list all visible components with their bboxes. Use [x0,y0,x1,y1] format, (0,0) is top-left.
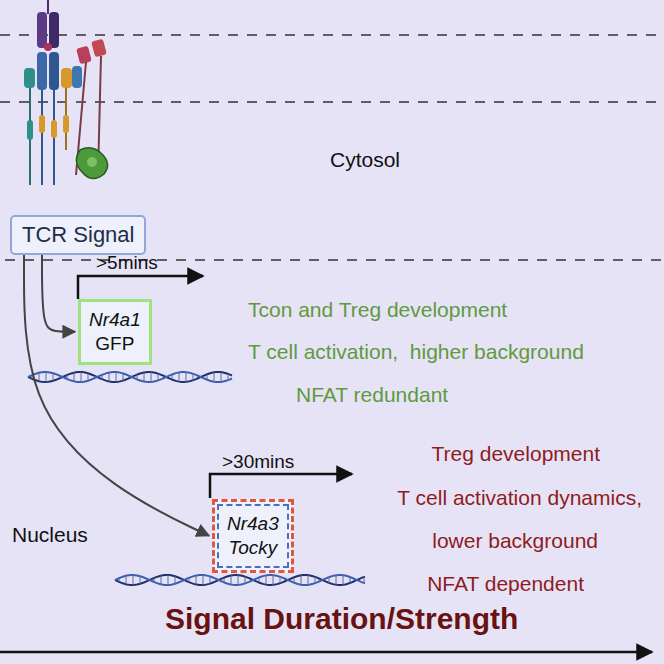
dna-strand [28,372,232,382]
dna-rung [165,376,166,377]
dna-rung [196,576,197,585]
dna-helix [115,575,365,585]
gene-box: Nr4a1GFP [78,299,152,365]
dna-rung [39,373,40,381]
gene-box: Nr4a3Tocky [212,499,294,573]
feature-text: lower background [432,529,598,553]
dna-rung [175,576,176,583]
dna-rung [357,579,358,580]
signal-arrow [24,255,209,536]
dna-rung [119,578,120,582]
dna-rung [102,375,103,379]
tcr-complex [24,0,108,185]
dna-rung [221,372,222,382]
dna-rung [217,579,218,581]
node-text: Nr4a1 [89,308,141,332]
dna-rung [154,578,155,582]
dna-rung [308,575,309,585]
feature-text: Tcon and Treg development [248,298,507,322]
time-label: >5mins [96,252,158,274]
dna-rung [193,374,194,381]
dna-rung [130,376,131,378]
dna-helix [28,372,232,382]
compartment-label: Nucleus [12,523,88,547]
dna-rung [133,575,134,585]
dna-rung [350,577,351,583]
node-text: Tocky [227,536,279,560]
dna-rung [266,575,267,584]
membrane-line [0,34,664,36]
dna-rung [182,579,183,581]
dna-rung [151,372,152,382]
time-label: >30mins [222,451,294,473]
dna-strand [115,575,365,585]
signal-box: TCR Signal [10,215,146,255]
dna-rung [210,576,211,583]
node-text: Nr4a3 [227,512,279,536]
dna-rung [336,575,337,584]
dna-rung [95,376,96,378]
dna-rung [67,375,68,379]
node-text: TCR Signal [22,221,134,249]
dna-rung [88,373,89,380]
dna-rung [144,372,145,381]
dna-rung [322,579,323,580]
feature-text: T cell activation, higher background [248,340,584,364]
dna-rung [116,372,117,382]
dna-rung [186,372,187,382]
node-text: GFP [89,332,141,356]
dna-rung [168,575,169,585]
dna-rung [179,372,180,381]
axis-arrow [0,651,652,654]
dna-rung [343,575,344,585]
dna-rung [140,576,141,584]
dna-rung [81,372,82,382]
dna-rung [53,373,54,381]
feature-text: Treg development [432,442,600,466]
dna-rung [158,374,159,381]
dna-rung [126,576,127,584]
dna-rung [161,576,162,585]
dna-rung [228,374,229,380]
dna-rung [189,578,190,582]
dna-rung [214,372,215,381]
dna-rung [224,578,225,583]
dna-rung [287,579,288,581]
dna-rung [109,373,110,382]
dna-rung [123,373,124,380]
dna-rung [147,579,148,581]
dna-rung [60,376,61,378]
dna-rung [259,577,260,582]
dna-rung [329,577,330,583]
dna-rung [231,575,232,584]
dna-rung [238,575,239,585]
dna-rung [301,575,302,584]
dna-rung [294,577,295,582]
promoter-arrow [210,474,352,498]
dna-rung [203,575,204,585]
dna-strand [28,372,232,382]
dna-strand [115,575,365,585]
dna-rung [46,372,47,382]
promoter-arrow [78,276,203,299]
dna-rung [280,577,281,584]
dna-rung [74,373,75,382]
signal-arrow [42,255,75,332]
feature-text: NFAT redundant [296,383,448,407]
compartment-label: Cytosol [330,148,400,172]
dna-rung [207,374,208,379]
dna-rung [245,577,246,584]
dna-rung [364,577,365,583]
dna-rung [172,374,173,379]
axis-label: Signal Duration/Strength [165,602,518,637]
dna-rung [200,376,201,378]
feature-text: T cell activation dynamics, [397,486,642,510]
dna-rung [315,577,316,583]
dna-rung [252,579,253,580]
feature-text: NFAT dependent [427,572,584,596]
dna-rung [137,375,138,380]
dna-rung [273,575,274,585]
